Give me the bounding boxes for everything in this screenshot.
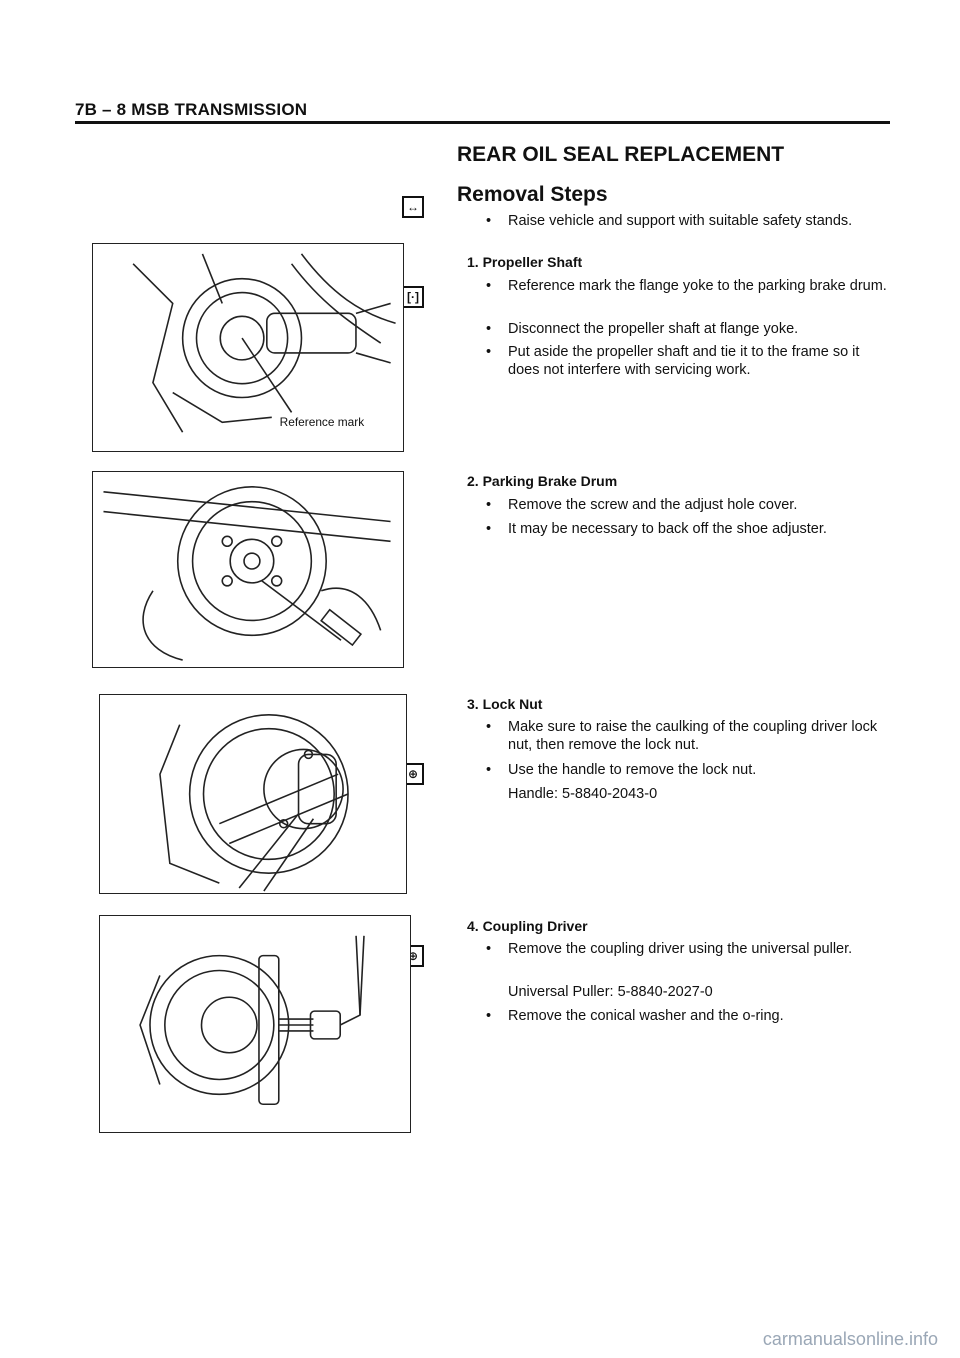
page-title: REAR OIL SEAL REPLACEMENT: [457, 143, 785, 166]
step-4-bullet: Remove the conical washer and the o-ring…: [486, 1007, 888, 1025]
figure-1-label: Reference mark: [280, 415, 365, 429]
intro-bullet: Raise vehicle and support with suitable …: [486, 212, 888, 230]
figure-coupling-driver: [99, 915, 411, 1133]
step-3-tool-note: Handle: 5-8840-2043-0: [508, 786, 658, 802]
header-rule: [75, 121, 890, 124]
step-3-label: 3. Lock Nut: [467, 696, 543, 712]
step-4-tool-note: Universal Puller: 5-8840-2027-0: [508, 984, 713, 1000]
figure-propeller-shaft: Reference mark: [92, 243, 404, 452]
watermark: carmanualsonline.info: [762, 1329, 938, 1349]
step-1-bullet: Reference mark the flange yoke to the pa…: [486, 277, 888, 295]
step-3-bullet: Make sure to raise the caulking of the c…: [486, 718, 888, 754]
step-1-label: 1. Propeller Shaft: [467, 254, 583, 270]
figure-lock-nut: [99, 694, 407, 894]
section-header: 7B – 8 MSB TRANSMISSION: [75, 100, 308, 119]
section-subtitle: Removal Steps: [457, 183, 608, 206]
step-1-bullet: Disconnect the propeller shaft at flange…: [486, 320, 888, 338]
step-3-bullet: Use the handle to remove the lock nut.: [486, 761, 888, 779]
step-4-label: 4. Coupling Driver: [467, 918, 588, 934]
step-2-label: 2. Parking Brake Drum: [467, 473, 618, 489]
step-2-bullet: It may be necessary to back off the shoe…: [486, 520, 888, 538]
mark-icon: [·]: [402, 286, 424, 308]
figure-parking-brake-drum: [92, 471, 404, 668]
step-1-bullet: Put aside the propeller shaft and tie it…: [486, 343, 888, 379]
step-2-bullet: Remove the screw and the adjust hole cov…: [486, 496, 888, 514]
removal-arrow-icon: ↔: [402, 196, 424, 218]
step-4-bullet: Remove the coupling driver using the uni…: [486, 940, 888, 958]
